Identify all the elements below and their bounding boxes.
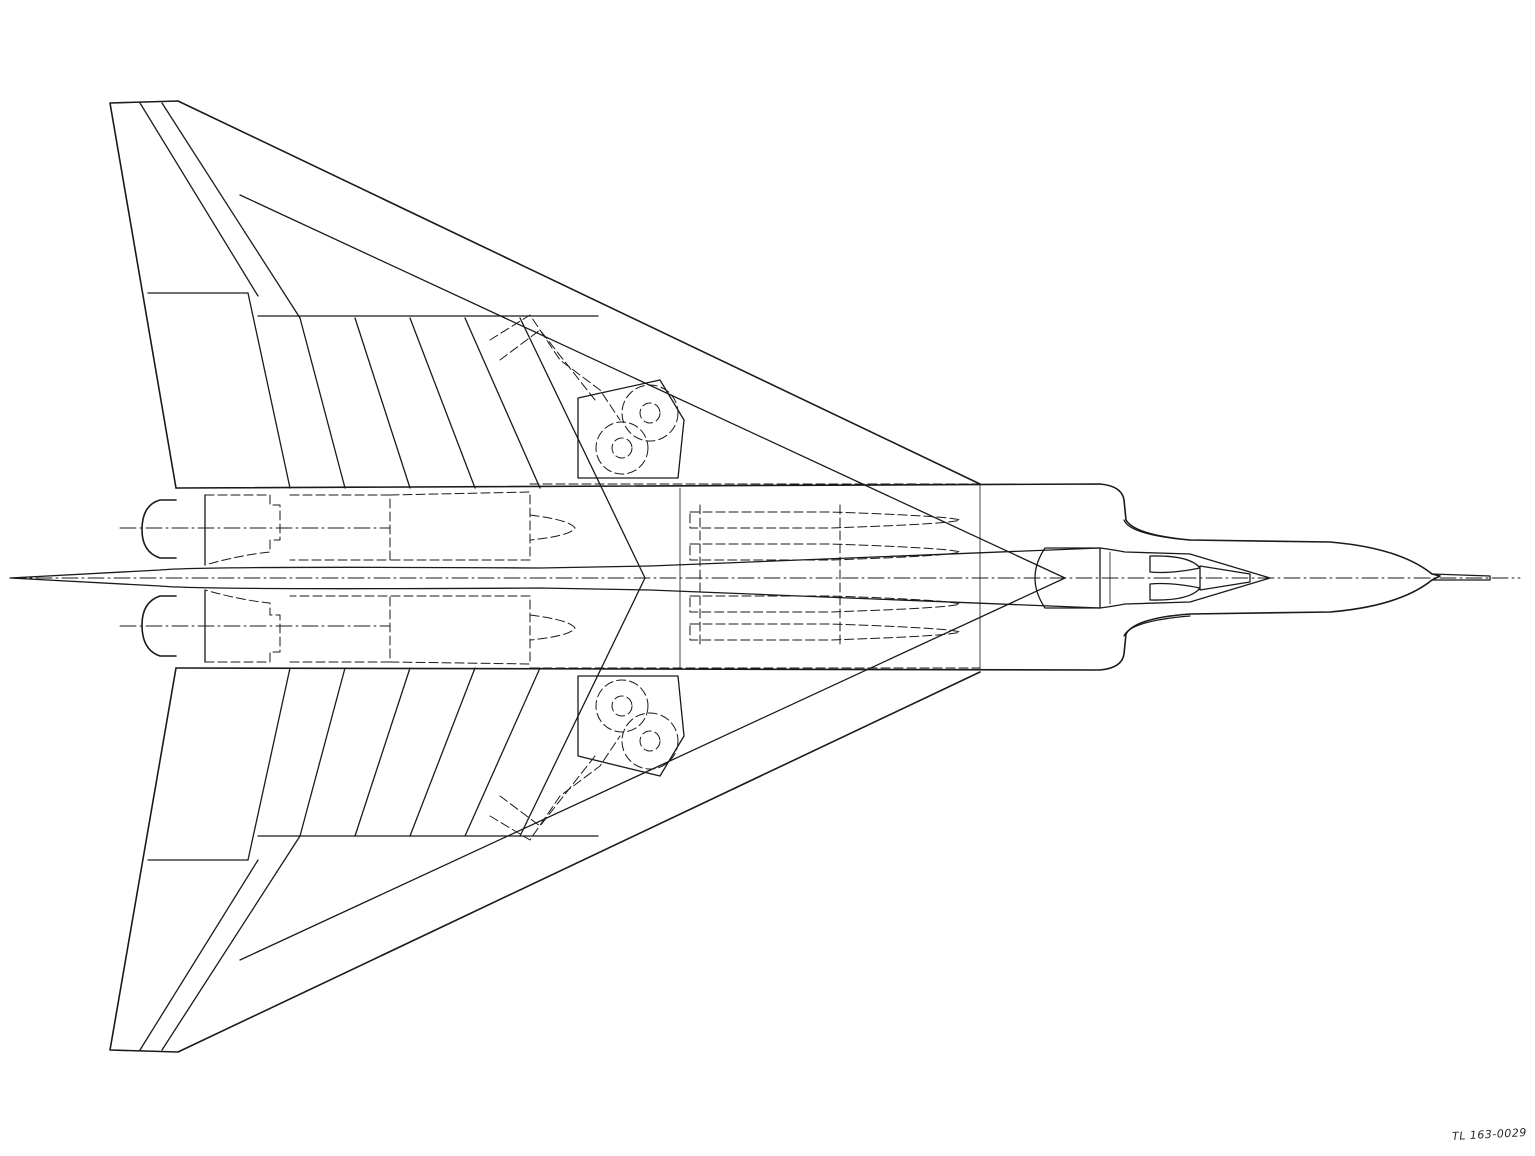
tail-sting [9, 547, 1101, 609]
nose-probe [1431, 573, 1491, 581]
lower-landing-gear [489, 675, 685, 841]
lower-wing-structure [139, 577, 1066, 1051]
engine-nozzles [119, 494, 391, 663]
lower-wing-outline [109, 667, 981, 1053]
missile-bay [689, 504, 961, 646]
upper-landing-gear [489, 314, 685, 479]
cockpit [1034, 547, 1271, 609]
upper-wing-structure [139, 102, 1066, 579]
upper-wing-outline [109, 100, 981, 489]
engine-bays [204, 483, 981, 671]
canards [1123, 519, 1191, 637]
fuselage-outline [175, 483, 1441, 671]
